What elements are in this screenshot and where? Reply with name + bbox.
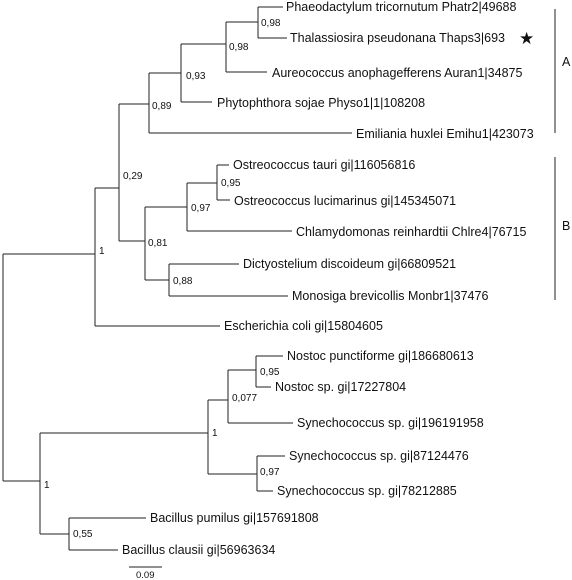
branch-node-chlamydomonas: [186, 182, 292, 232]
support-euk-ecoli: 1: [99, 246, 105, 257]
support-dicty-mono: 0,88: [173, 276, 193, 287]
scale-bar: 0.09: [129, 566, 162, 580]
support-ostreococcus: 0,95: [221, 178, 241, 189]
support-nostoc-syn: 0,077: [232, 393, 257, 404]
branch-node-ostreococcus: [216, 164, 230, 201]
leaf-phytophthora: Phytophthora sojae Physo1|1|108208: [217, 96, 425, 110]
support-chlamydomonas: 0,97: [191, 203, 211, 214]
leaf-phaeodactylum: Phaeodactylum tricornutum Phatr2|49688: [286, 0, 517, 14]
leaf-monosiga: Monosiga brevicollis Monbr1|37476: [292, 289, 488, 303]
support-bacillus: 0,55: [73, 529, 93, 540]
tree-branches: [2, 6, 352, 551]
branch-node-euk-ecoli: [94, 187, 220, 327]
leaf-thalassiosira: Thalassiosira pseudonana Thaps3|693: [290, 31, 505, 45]
branch-node-euk: [118, 103, 149, 242]
support-diatoms: 0,98: [261, 18, 281, 29]
support-nostoc: 0,95: [260, 367, 280, 378]
leaf-synechococcus-2: Synechococcus sp. gi|87124476: [289, 449, 469, 463]
branch-node-aureococcus: [225, 21, 267, 73]
leaf-aureococcus: Aureococcus anophagefferens Auran1|34875: [272, 66, 522, 80]
leaf-emiliania: Emiliania huxlei Emihu1|423073: [356, 127, 534, 141]
leaf-ostreococcus-lucimarinus: Ostreococcus lucimarinus gi|145345071: [234, 194, 456, 208]
support-aureococcus: 0,98: [229, 42, 249, 53]
leaf-escherichia: Escherichia coli gi|15804605: [224, 319, 383, 333]
support-cyano: 1: [212, 428, 218, 439]
branch-node-cyano: [207, 399, 257, 475]
branch-node-phytophthora: [180, 43, 226, 103]
leaf-chlamydomonas: Chlamydomonas reinhardtii Chlre4|76715: [296, 225, 527, 239]
branch-node-dicty-mono: [168, 263, 288, 297]
branch-node-nostoc: [255, 355, 283, 388]
group-label-a: A: [562, 55, 571, 69]
support-synecho: 0,97: [260, 467, 280, 478]
star-icon: ★: [519, 29, 534, 48]
branch-root: [2, 253, 95, 482]
leaf-nostoc-sp: Nostoc sp. gi|17227804: [275, 380, 406, 394]
leaf-synechococcus-1: Synechococcus sp. gi|196191958: [297, 416, 484, 430]
leaf-ostreococcus-tauri: Ostreococcus tauri gi|116056816: [233, 158, 415, 172]
branch-node-synecho: [256, 455, 285, 492]
support-eukaryotes: 0,29: [123, 171, 143, 182]
scale-bar-label: 0.09: [136, 570, 155, 580]
branch-node-diatoms: [257, 6, 287, 39]
branch-node-bacillus: [68, 517, 146, 551]
leaf-synechococcus-3: Synechococcus sp. gi|78212885: [277, 484, 457, 498]
leaf-dictyostelium: Dictyostelium discoideum gi|66809521: [243, 257, 456, 271]
leaf-labels: Phaeodactylum tricornutum Phatr2|49688 T…: [122, 0, 534, 557]
support-emiliania: 0,89: [152, 101, 172, 112]
support-values: 0,98 0,98 0,93 0,89 0,95 0,97 0,88 0,81 …: [44, 18, 281, 540]
branch-node-green-amoeba: [144, 206, 187, 281]
support-cyano-bacillus: 1: [44, 480, 50, 491]
branch-node-nostoc-syn: [227, 369, 293, 424]
group-label-b: B: [562, 219, 570, 233]
branch-node-cyano-bacillus: [39, 432, 208, 535]
branch-node-emiliania: [148, 72, 352, 134]
support-green-amoeba: 0,81: [148, 238, 168, 249]
support-phytophthora: 0,93: [186, 71, 206, 82]
group-brackets: A B: [554, 9, 571, 300]
leaf-bacillus-clausii: Bacillus clausii gi|56963634: [122, 543, 275, 557]
leaf-bacillus-pumilus: Bacillus pumilus gi|157691808: [150, 511, 319, 525]
leaf-nostoc-punctiforme: Nostoc punctiforme gi|186680613: [287, 349, 474, 363]
